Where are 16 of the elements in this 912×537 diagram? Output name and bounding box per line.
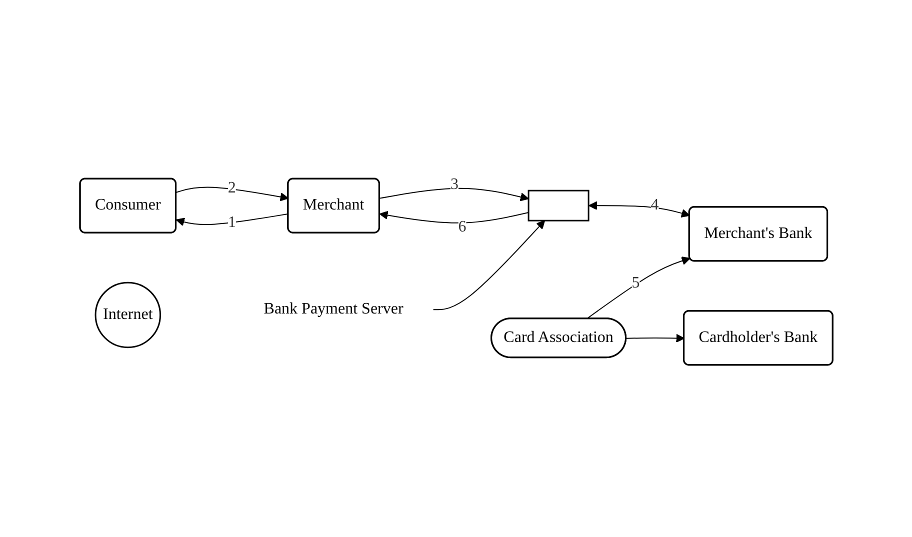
edge-label: 3 [450,176,458,193]
arrow [625,333,684,342]
node-text: Bank Payment Server [263,300,403,318]
edge-label: 6 [458,218,466,236]
arrow [175,186,288,201]
arrow [176,212,289,226]
arrow [432,220,545,310]
edge-label: 5 [631,274,640,292]
arrow [378,188,529,201]
edge-label: 1 [228,214,236,231]
arrow [588,200,690,218]
arrow [378,210,529,223]
edge-label: 2 [228,178,236,196]
edge-label: 4 [650,196,658,214]
node-box [527,189,589,221]
node-circle: Internet [94,281,161,348]
